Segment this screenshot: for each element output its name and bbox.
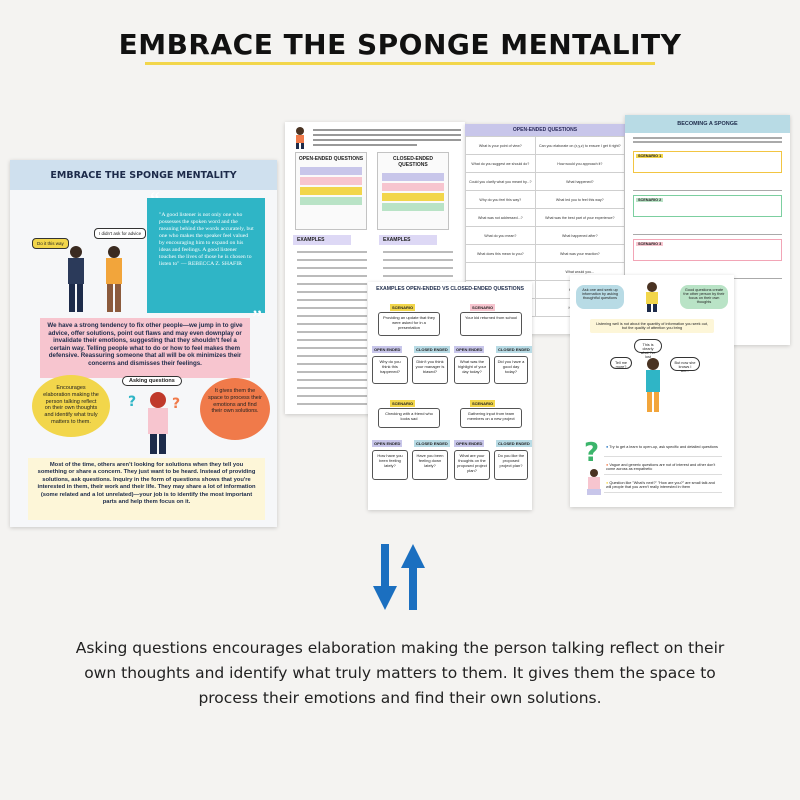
examples-flow-title: EXAMPLES OPEN-ENDED VS CLOSED-ENDED QUES…	[376, 286, 524, 292]
scenario-tag-2: SCENARIO	[470, 304, 496, 311]
asking-questions-label: Asking questions	[122, 376, 182, 386]
examples-right-label: EXAMPLES	[379, 235, 437, 245]
svg-text:?: ?	[128, 394, 136, 410]
speech-bubble-reply: I didn't ask for advice	[94, 228, 147, 239]
bottom-text-box: Most of the time, others aren't looking …	[28, 458, 265, 520]
yellow-blob: Encourages elaboration making the person…	[32, 375, 110, 437]
pink-callout: We have a strong tendency to fix other p…	[40, 318, 250, 378]
becoming-sponge-header: BECOMING A SPONGE	[625, 115, 790, 133]
open-ended-table-header: OPEN-ENDED QUESTIONS	[465, 124, 625, 136]
standing-person-illustration	[646, 358, 660, 412]
svg-text:?: ?	[584, 439, 599, 468]
examples-left-label: EXAMPLES	[293, 235, 351, 245]
tip-row-2: ● Vague and generic questions are not of…	[604, 461, 722, 475]
close-quote-icon: ”	[252, 305, 262, 330]
open-tag-3: OPEN ENDED	[372, 440, 403, 447]
scenario-box-4: Gathering input from team members on a n…	[460, 408, 522, 428]
speech-bubble-advice: Do it this way	[32, 238, 69, 249]
title-underline	[145, 62, 655, 65]
figure-illustration	[296, 127, 304, 149]
scenario-tag-4: SCENARIO	[470, 400, 496, 407]
scenario-box-1: Providing an update that they were asked…	[378, 312, 440, 336]
table-cell: What is your point of view?	[465, 136, 536, 155]
question-mark-illustration: ?	[584, 439, 601, 495]
table-cell	[465, 262, 536, 281]
speech-bubble-2: Tell me more?	[610, 357, 632, 369]
table-row: What does this mean to you?What was your…	[465, 244, 625, 263]
table-row: What was not addressed...?What was the b…	[465, 208, 625, 227]
table-cell: What do you mean?	[465, 226, 536, 245]
left-note: Ask one and seek up information by askin…	[576, 285, 624, 309]
scenario-2: SCENARIO 2	[633, 195, 782, 217]
question-2: Didn't you think your manager is biased?	[412, 356, 448, 384]
closed-tag-3: CLOSED ENDED	[414, 440, 450, 447]
main-page-header: EMBRACE THE SPONGE MENTALITY	[10, 160, 277, 190]
question-4: Did you have a good day today?	[494, 356, 528, 384]
quote-text: "A good listener is not only one who pos…	[159, 212, 254, 267]
tip-row-3: ● Question like "What's next?" "How are …	[604, 479, 722, 493]
scenario-box-3: Checking with a friend who looks sad	[378, 408, 440, 428]
open-tag-2: OPEN ENDED	[454, 346, 485, 353]
table-cell: What do you suggest we should do?	[465, 154, 536, 173]
question-3: What was the highlight of your day today…	[454, 356, 490, 384]
table-row: Why do you feel this way?What led you to…	[465, 190, 625, 209]
open-tag-4: OPEN ENDED	[454, 440, 485, 447]
closed-ended-title: CLOSED-ENDED QUESTIONS	[392, 156, 433, 168]
table-cell: How would you approach it?	[534, 154, 625, 173]
table-cell: What happened?	[534, 172, 625, 191]
scenario-box-2: Your kid returned from school	[460, 312, 522, 336]
table-cell: What was not addressed...?	[465, 208, 536, 227]
closed-tag-1: CLOSED ENDED	[414, 346, 450, 353]
page-title: EMBRACE THE SPONGE MENTALITY	[118, 28, 682, 61]
closed-ended-column: CLOSED-ENDED QUESTIONS	[377, 152, 449, 230]
table-cell: What happened after?	[534, 226, 625, 245]
table-cell: What was your reaction?	[534, 244, 625, 263]
tip-row-1: ● Try to get a learn to open-up, ask spe…	[604, 443, 722, 457]
person-illustration-top	[646, 282, 658, 312]
table-cell: What was the best part of your experienc…	[534, 208, 625, 227]
table-row: What do you suggest we should do?How wou…	[465, 154, 625, 173]
question-6: Have you been feeling down lately?	[412, 450, 448, 480]
table-cell: What does this mean to you?	[465, 244, 536, 263]
center-note: Listening well is not about the quantity…	[590, 319, 714, 333]
table-cell: What led you to feel this way?	[534, 190, 625, 209]
closed-tag-4: CLOSED ENDED	[496, 440, 532, 447]
speech-bubble-1: This is clearly what I've lost	[634, 339, 662, 359]
two-people-illustration	[68, 246, 122, 312]
question-1: Why do you think this happened?	[372, 356, 408, 384]
open-ended-column: OPEN-ENDED QUESTIONS	[295, 152, 367, 230]
table-cell: Could you clarify what you meant by...?	[465, 172, 536, 191]
orange-blob: It gives them the space to process their…	[200, 378, 270, 440]
open-quote-icon: “	[150, 187, 160, 212]
question-7: What are your thoughts on the proposed p…	[454, 450, 490, 480]
scenario-3: SCENARIO 3	[633, 239, 782, 261]
table-row: Could you clarify what you meant by...?W…	[465, 172, 625, 191]
question-person-illustration: ? ?	[128, 392, 180, 454]
right-note: Good questions create the other person b…	[680, 285, 728, 309]
table-row: What do you mean?What happened after?	[465, 226, 625, 245]
open-tag-1: OPEN ENDED	[372, 346, 403, 353]
speech-bubble-3: But now she knows I am...	[670, 357, 700, 373]
worksheet-page-main: EMBRACE THE SPONGE MENTALITY Do it this …	[10, 160, 277, 527]
closed-tag-2: CLOSED ENDED	[496, 346, 532, 353]
scenario-tag-3: SCENARIO	[390, 400, 416, 407]
caption-text: Asking questions encourages elaboration …	[75, 639, 725, 707]
scenario-1: SCENARIO 1	[633, 151, 782, 173]
intro-text-lines	[313, 126, 461, 148]
scenario-tag-1: SCENARIO	[390, 304, 416, 311]
question-8: Do you like the proposed project plan?	[494, 450, 528, 480]
worksheet-page-good-questions: Ask one and seek up information by askin…	[570, 275, 734, 507]
svg-text:?: ?	[172, 396, 180, 412]
open-ended-title: OPEN-ENDED QUESTIONS	[298, 156, 364, 162]
table-row: What is your point of view?Can you elabo…	[465, 136, 625, 155]
worksheet-page-examples-flow: EXAMPLES OPEN-ENDED VS CLOSED-ENDED QUES…	[368, 282, 532, 510]
question-5: How have you been feeling lately?	[372, 450, 408, 480]
examples-left: EXAMPLES	[293, 235, 371, 405]
table-cell: Can you elaborate on (x,y,z) to ensure I…	[534, 136, 625, 155]
table-cell: Why do you feel this way?	[465, 190, 536, 209]
up-down-arrows-icon	[373, 544, 425, 610]
quote-box: “ "A good listener is not only one who p…	[147, 187, 265, 329]
